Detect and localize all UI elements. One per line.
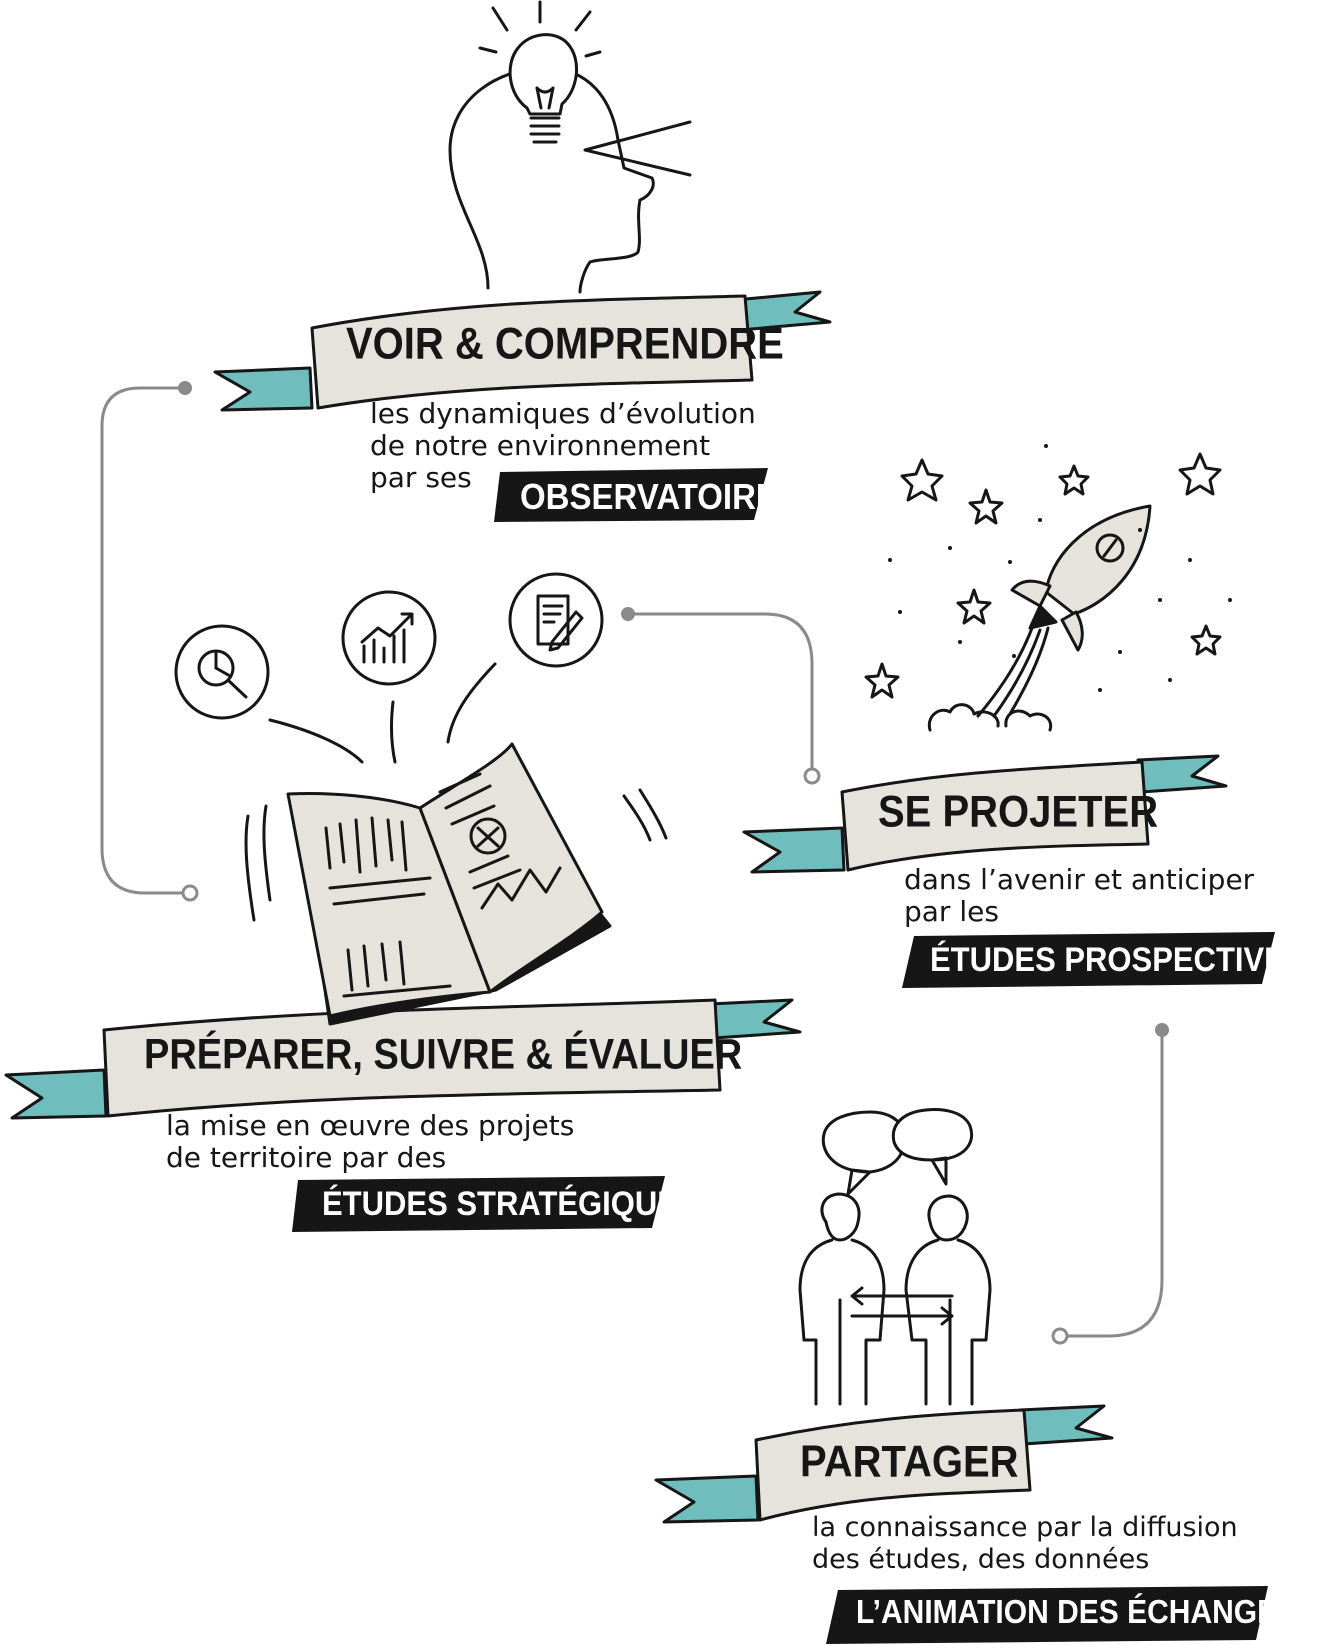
desc-partager: la connaissance par la diffusion des étu…: [812, 1512, 1238, 1576]
desc-line: par les: [904, 895, 999, 928]
desc-line: la mise en œuvre des projets: [166, 1109, 575, 1142]
growth-chart-icon: [341, 590, 437, 686]
ribbon-projeter: [742, 754, 1228, 874]
connector-dot-start: [1155, 1023, 1169, 1037]
connector-dot-end: [803, 767, 821, 785]
desc-preparer: la mise en œuvre des projets de territoi…: [166, 1110, 574, 1174]
ribbon-preparer: [4, 998, 802, 1120]
desc-line: dans l’avenir et anticiper: [904, 863, 1255, 896]
desc-line: de notre environnement: [370, 429, 711, 462]
tag-plate-animation: [826, 1586, 1268, 1644]
title-se-projeter: SE PROJETER: [878, 787, 1159, 837]
book-icon: [286, 742, 612, 1026]
document-pen-icon: [508, 572, 604, 668]
desc-projeter: dans l’avenir et anticiper par les: [904, 864, 1254, 928]
book-motion-lines: [244, 662, 668, 922]
dialogue-people-icon: [798, 1108, 992, 1406]
search-chart-icon: [174, 624, 270, 720]
connector-book-projeter: [628, 612, 814, 775]
tag-plate-prospectives: [902, 932, 1275, 988]
star-dots: [888, 444, 1232, 692]
desc-line: des études, des données: [812, 1544, 1150, 1575]
desc-line: la connaissance par la diffusion: [812, 1512, 1238, 1543]
tag-plate-observatoires: [494, 468, 768, 522]
title-voir-comprendre: VOIR & COMPRENDRE: [346, 319, 784, 369]
ribbon-voir: [213, 290, 832, 412]
star-icons: [864, 452, 1222, 699]
ribbon-partager: [654, 1404, 1114, 1524]
desc-line: les dynamiques d’évolution: [370, 397, 756, 430]
connector-voir-preparer: [100, 386, 190, 895]
title-partager: PARTAGER: [800, 1437, 1019, 1487]
connector-dot-end: [1051, 1327, 1069, 1345]
tag-etudes-strategiques: ÉTUDES STRATÉGIQUES: [322, 1184, 699, 1223]
lightbulb-head-icon: [448, 0, 692, 294]
tag-plate-strategiques: [292, 1176, 665, 1232]
desc-line: de territoire par des: [166, 1141, 447, 1174]
tag-observatoires: OBSERVATOIRES: [520, 476, 800, 517]
tag-etudes-prospectives: ÉTUDES PROSPECTIVES: [930, 940, 1306, 979]
connector-dot-start: [621, 607, 635, 621]
rocket-icon: [927, 504, 1152, 732]
connector-dot-start: [178, 381, 192, 395]
connector-projeter-partager: [1062, 1030, 1164, 1338]
desc-voir: les dynamiques d’évolution de notre envi…: [370, 398, 756, 494]
desc-line: par ses: [370, 461, 472, 494]
tag-animation-echanges: L’ANIMATION DES ÉCHANGES: [856, 1594, 1298, 1631]
connector-dot-end: [181, 884, 199, 902]
title-preparer: PRÉPARER, SUIVRE & ÉVALUER: [144, 1031, 743, 1079]
